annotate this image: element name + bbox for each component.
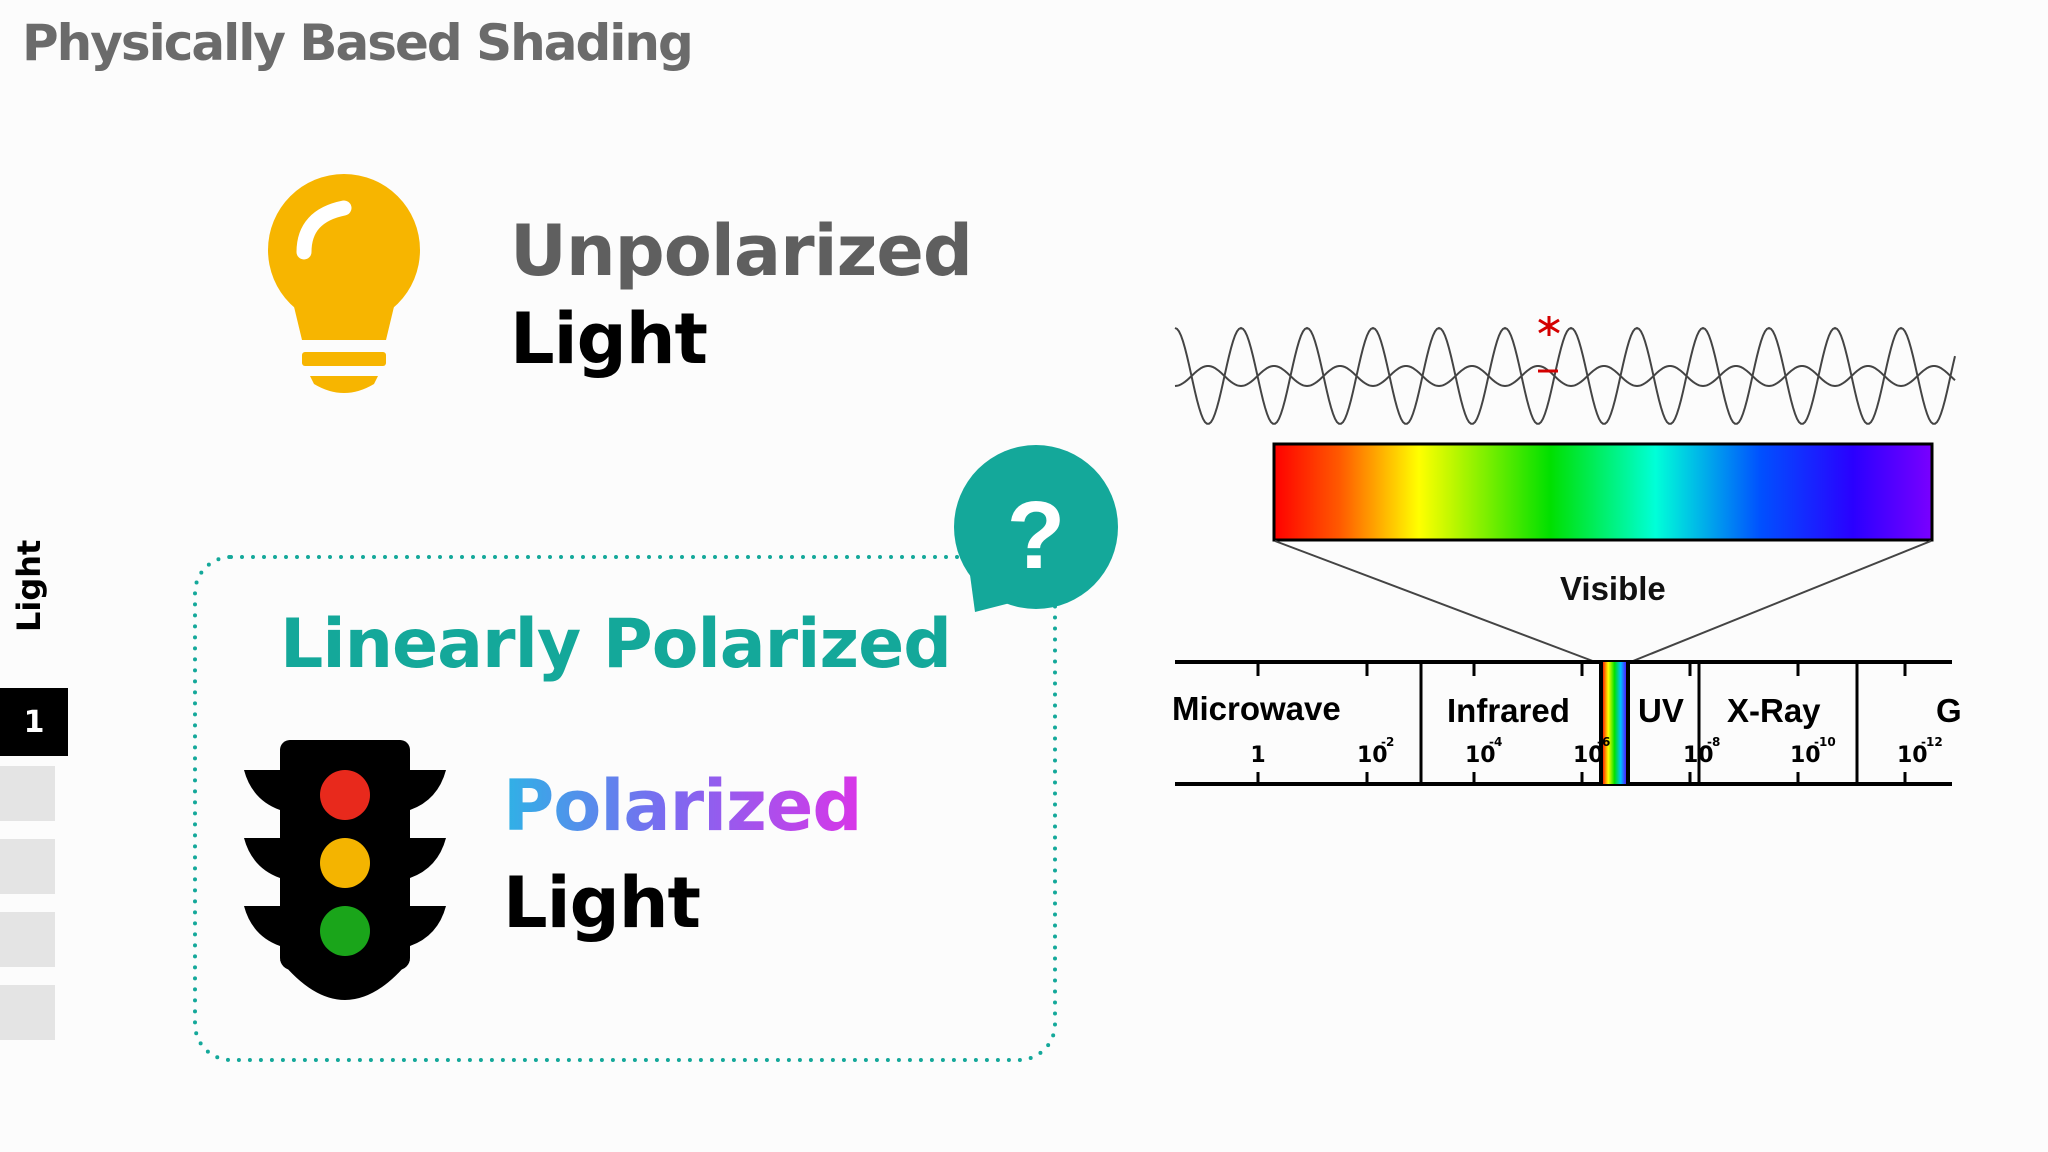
section-label: Light: [10, 539, 48, 632]
page-indicator[interactable]: [0, 912, 55, 967]
band-gamma: G: [1936, 692, 1962, 729]
tick-exponent: -4: [1489, 735, 1502, 749]
visible-spectrum: [1272, 442, 1934, 664]
yellow-signal: [320, 838, 370, 888]
polarized-dotted-box: [193, 555, 1057, 1062]
tick-label: 10: [1897, 743, 1928, 768]
tick-label: 10: [1573, 743, 1604, 768]
green-signal: [320, 906, 370, 956]
page-indicator[interactable]: [0, 839, 55, 894]
question-mark: ?: [1007, 482, 1066, 589]
tick-exponent: -8: [1707, 735, 1720, 749]
band-infrared: Infrared: [1447, 692, 1570, 729]
page-indicator[interactable]: [0, 985, 55, 1040]
tick-label: 1: [1250, 743, 1265, 768]
tick-exponent: -10: [1814, 735, 1836, 749]
visible-label: Visible: [1560, 570, 1666, 607]
traffic-light-icon: [244, 740, 446, 1000]
unpolarized-subheading: Light: [510, 298, 708, 380]
polarized-subheading: Light: [503, 862, 701, 944]
page-indicator[interactable]: [0, 766, 55, 821]
unpolarized-heading: Unpolarized: [510, 210, 973, 292]
band-uv: UV: [1638, 692, 1684, 729]
wave-diagram: [1174, 316, 1956, 425]
tick-exponent: -6: [1597, 735, 1610, 749]
tick-label: 10: [1790, 743, 1821, 768]
tick-exponent: -12: [1921, 735, 1943, 749]
band-xray: X-Ray: [1727, 692, 1821, 729]
band-microwave: Microwave: [1172, 690, 1341, 727]
red-signal: [320, 770, 370, 820]
page-title: Physically Based Shading: [22, 14, 694, 72]
question-bubble: [954, 445, 1118, 612]
tick-label: 10: [1683, 743, 1714, 768]
tick-exponent: -2: [1381, 735, 1394, 749]
polarized-heading: Polarized: [503, 765, 862, 847]
lightbulb-icon: [268, 174, 420, 393]
page-indicator-active[interactable]: 1: [0, 688, 68, 756]
tick-label: 10: [1357, 743, 1388, 768]
linearly-polarized-heading: Linearly Polarized: [280, 605, 952, 684]
tick-label: 10: [1465, 743, 1496, 768]
